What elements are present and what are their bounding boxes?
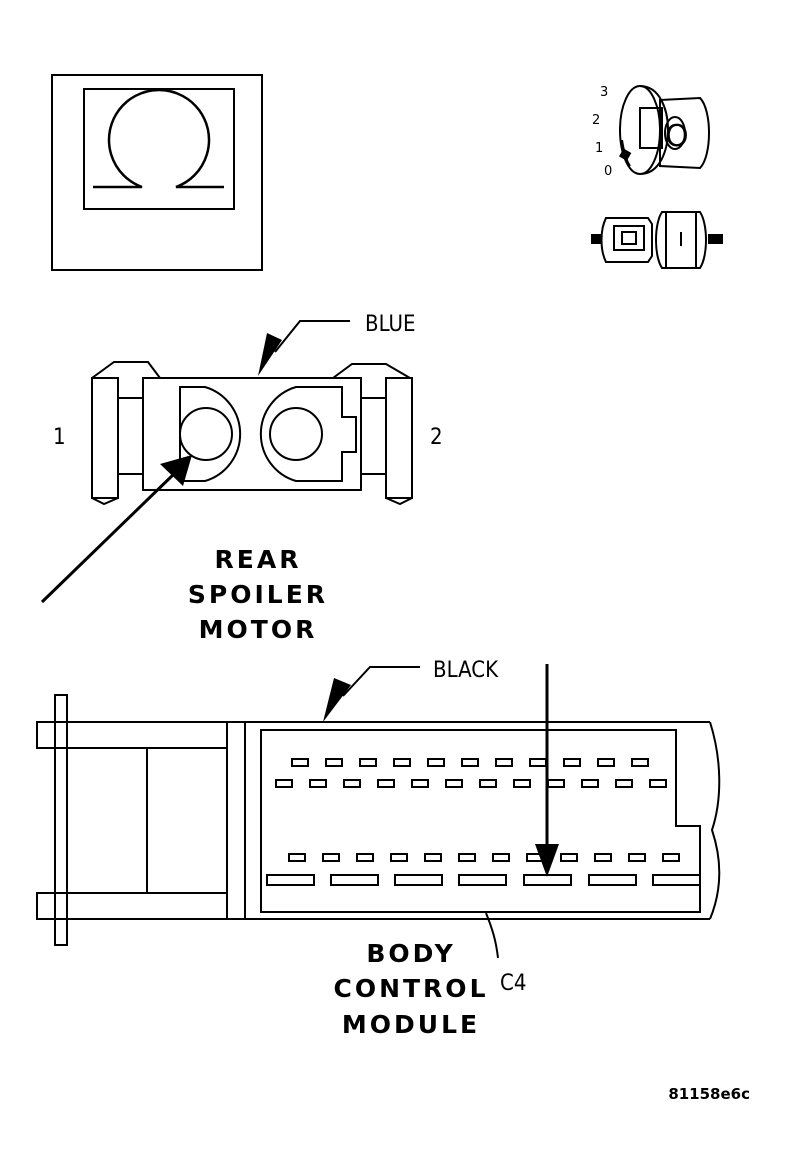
ignition-key-icon: 3 2 1 0 O: [592, 85, 710, 179]
module-name-line-3: MODULE: [342, 1010, 480, 1039]
ohmmeter-icon: [51, 74, 263, 271]
component-name-line-1: REAR: [215, 545, 302, 574]
ignition-position-0: 0: [604, 164, 612, 179]
connector-id-c4: C4: [500, 971, 526, 996]
pin-label-2: 2: [430, 425, 443, 450]
component-name-line-3: MOTOR: [199, 615, 318, 644]
ignition-position-1: 1: [595, 141, 603, 156]
key-letter: O: [665, 119, 689, 154]
rear-spoiler-connector: [91, 361, 413, 506]
module-name-line-2: CONTROL: [333, 974, 488, 1003]
body-control-module-connector: [36, 694, 721, 946]
blue-leader-line: [258, 320, 350, 376]
connector-id-leader: [485, 912, 499, 959]
probe-arrow-cavity-1: [40, 455, 192, 604]
black-leader-line: [323, 666, 420, 722]
probe-arrow-bcm: [535, 664, 559, 877]
connector-color-blue: BLUE: [365, 312, 416, 337]
pin-label-1: 1: [53, 425, 66, 450]
ignition-position-2: 2: [592, 113, 600, 128]
connector-color-black: BLACK: [433, 658, 499, 683]
disconnected-connector-icon: [591, 211, 723, 269]
figure-code: 81158e6c: [668, 1085, 750, 1103]
module-name-line-1: BODY: [366, 939, 455, 968]
component-name-line-2: SPOILER: [188, 580, 328, 609]
ignition-position-3: 3: [600, 85, 608, 100]
